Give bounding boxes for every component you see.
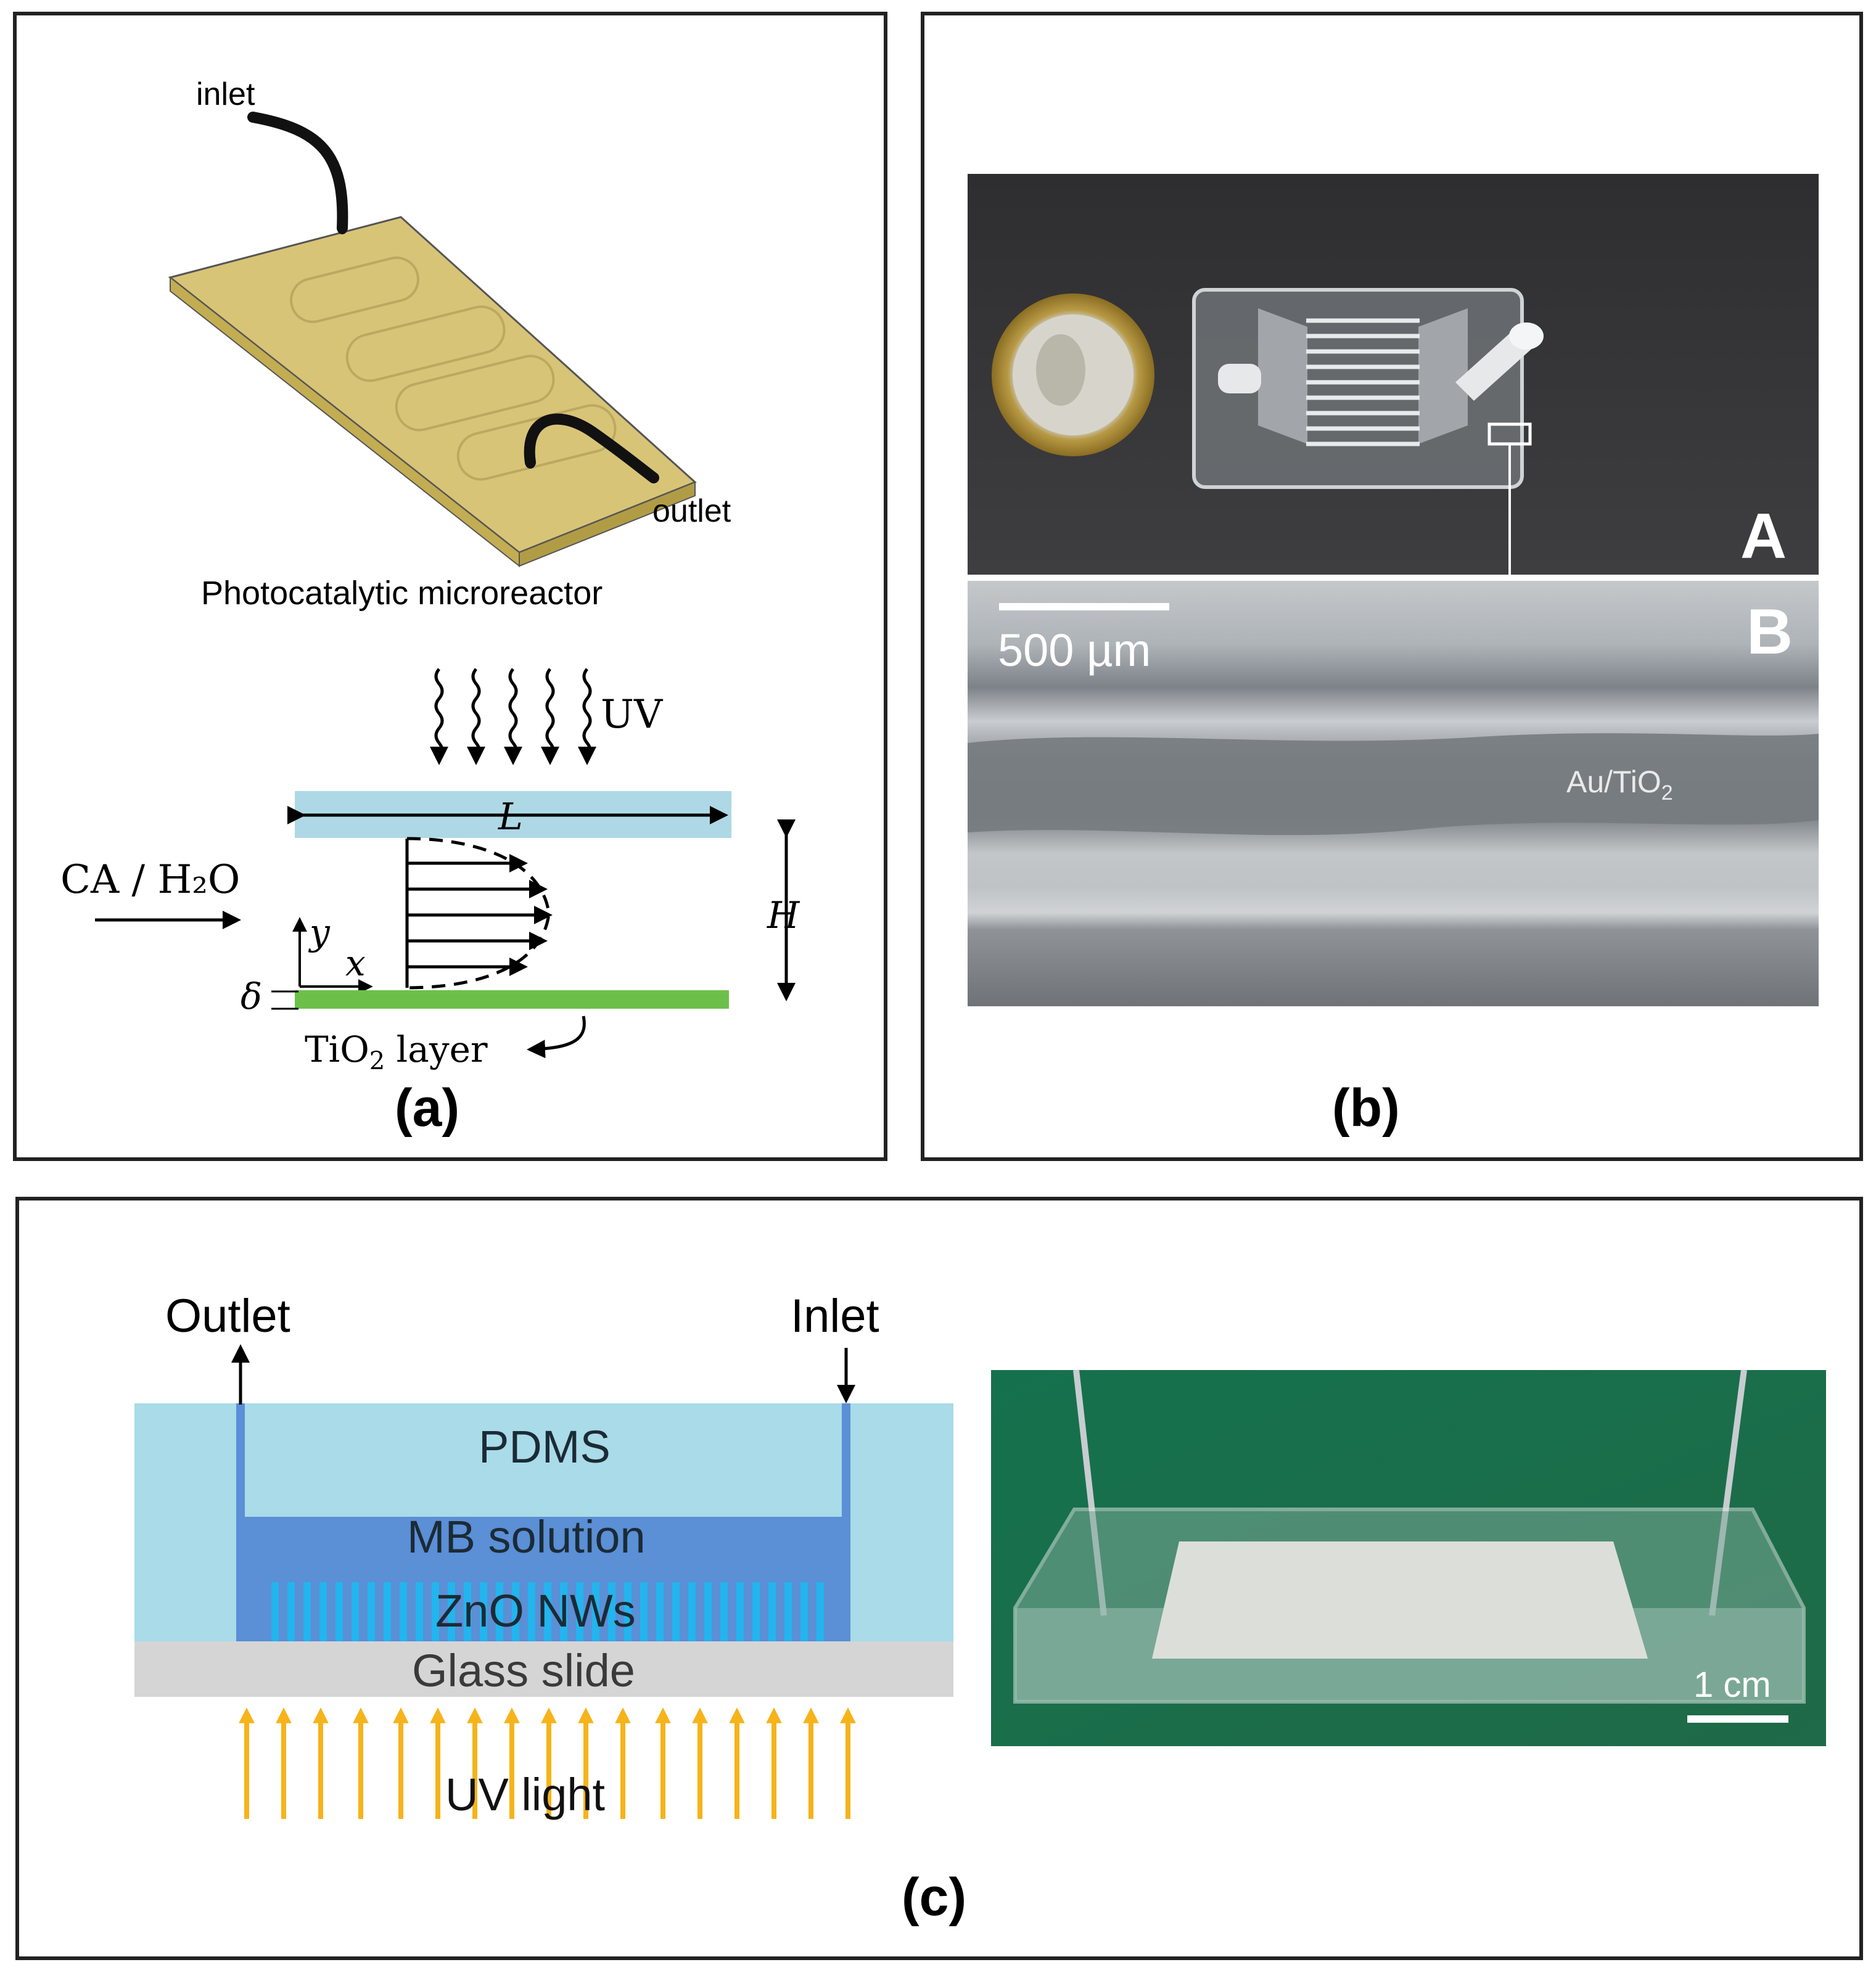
photo-a: A — [968, 174, 1819, 607]
delta-label: δ — [241, 975, 262, 1017]
x-axis-label: x — [345, 942, 366, 984]
panel-c-frame — [15, 1197, 1863, 1960]
uv-rays — [430, 668, 596, 765]
inlet-label: inlet — [196, 76, 255, 112]
layer-pointer-arrow — [527, 1016, 586, 1059]
device-schematic: PDMS MB solution ZnO NWs Glass slide Out… — [134, 1290, 953, 1820]
panel-c: PDMS MB solution ZnO NWs Glass slide Out… — [15, 1197, 1863, 1960]
panel-a-frame — [13, 12, 887, 1161]
panel-a: inlet outlet Photocatalytic microreactor… — [13, 12, 887, 1161]
zno-nanowires-label: ZnO NWs — [435, 1585, 636, 1636]
uv-label: UV — [601, 692, 664, 737]
length-label: L — [498, 795, 523, 839]
reactor-plate — [168, 112, 697, 568]
velocity-profile — [405, 837, 553, 990]
panel-b: A Au/TiO2 500 µm B (b) — [921, 12, 1863, 1161]
uv-light-arrows — [239, 1707, 856, 1819]
outlet-label: outlet — [652, 493, 731, 529]
micrograph-b-label: B — [1746, 596, 1793, 668]
uv-light-label: UV light — [445, 1769, 606, 1820]
panel-b-frame — [921, 12, 1863, 1161]
glass-slide-label: Glass slide — [412, 1645, 635, 1696]
device-photo: 1 cm — [991, 1369, 1826, 1746]
tio2-layer-label: TiO2 layer — [305, 1028, 488, 1075]
zoom-box — [1487, 422, 1532, 446]
panel-a-caption: (a) — [395, 1078, 459, 1138]
glass-slide — [134, 1641, 953, 1697]
panel-b-caption: (b) — [1332, 1078, 1400, 1138]
photo-a-label: A — [1740, 501, 1787, 572]
material-label: Au/TiO2 — [1566, 765, 1673, 805]
micrograph-b: Au/TiO2 500 µm B — [968, 581, 1819, 1006]
y-axis-label: y — [308, 911, 331, 953]
microreactor-title: Photocatalytic microreactor — [201, 575, 603, 612]
tio2-layer — [295, 990, 729, 1009]
panel-c-caption: (c) — [902, 1868, 966, 1927]
flow-label: CA / H₂O — [60, 857, 240, 903]
outlet-label-c: Outlet — [165, 1290, 290, 1342]
pdms-label: PDMS — [479, 1421, 611, 1472]
zno-sample — [1152, 1541, 1648, 1659]
mb-solution-label: MB solution — [407, 1511, 646, 1562]
inlet-label-c: Inlet — [791, 1290, 879, 1342]
zno-nanowires — [271, 1582, 824, 1641]
height-label: H — [767, 894, 800, 937]
photo-scale-label: 1 cm — [1693, 1665, 1771, 1705]
scale-bar-label: 500 µm — [998, 625, 1151, 676]
